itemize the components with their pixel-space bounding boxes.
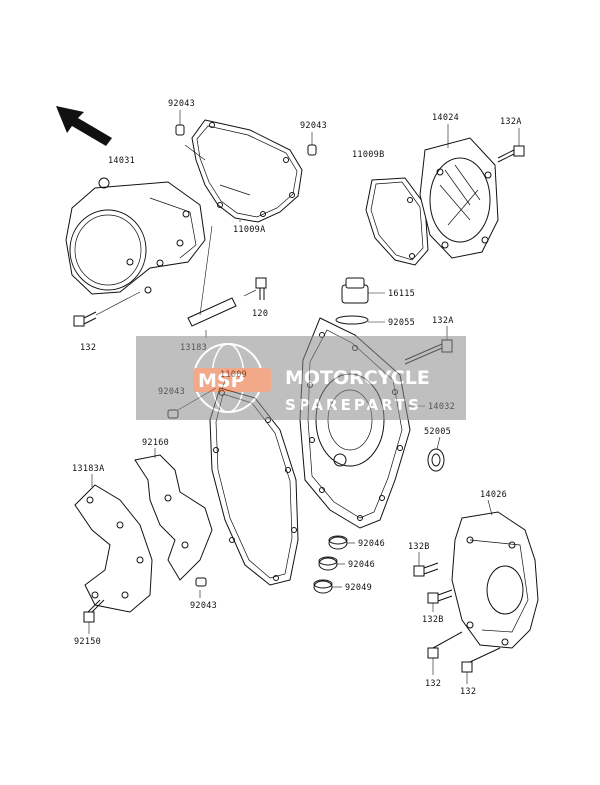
sprocket-cover-14026 — [451, 499, 539, 649]
clutch-cover-14024 — [419, 137, 499, 259]
label-14024: 14024 — [432, 113, 459, 123]
label-132a-mid: 132A — [432, 316, 454, 326]
label-92150: 92150 — [74, 637, 101, 647]
label-132-bottom-right: 132 — [460, 687, 476, 697]
plate-92160 — [134, 448, 213, 581]
bolt-120 — [243, 277, 267, 300]
dowel-pin-92043-tr — [307, 144, 317, 156]
watermark-logo-text: MSP — [198, 370, 245, 392]
label-92049: 92049 — [345, 583, 372, 593]
bolt-132b-a — [413, 552, 439, 577]
label-120: 120 — [252, 309, 268, 319]
label-16115: 16115 — [388, 289, 415, 299]
label-92055: 92055 — [388, 318, 415, 328]
bolt-132-bottom-left — [427, 631, 463, 675]
generator-cover-14031 — [65, 177, 206, 295]
bolt-132-left — [73, 311, 97, 327]
label-11009a: 11009A — [233, 225, 266, 235]
label-132a-top: 132A — [500, 117, 522, 127]
label-132-left: 132 — [80, 343, 96, 353]
bolt-132a-top — [497, 145, 525, 163]
watermark-line2: SPAREPARTS — [285, 396, 422, 414]
gasket-11009b — [365, 177, 429, 266]
label-92043-bottom: 92043 — [190, 601, 217, 611]
label-132-bottom-left: 132 — [425, 679, 441, 689]
bolt-92150 — [83, 599, 105, 634]
label-92160: 92160 — [142, 438, 169, 448]
label-92046-a: 92046 — [358, 539, 385, 549]
filler-cap-16115 — [341, 277, 385, 304]
collar-92049 — [313, 579, 342, 594]
bolt-132-bottom-right — [461, 647, 501, 684]
label-92043-top: 92043 — [168, 99, 195, 109]
bolt-132b-b — [427, 589, 453, 612]
dowel-pin-92043-bottom — [195, 577, 207, 598]
label-11009b: 11009B — [352, 150, 385, 160]
o-ring-92055 — [335, 315, 385, 325]
guard-13183a — [74, 474, 153, 613]
gasket-11009 — [209, 387, 299, 586]
label-14031: 14031 — [108, 156, 135, 166]
watermark-logo-icon — [193, 343, 271, 413]
dowel-pin-92043-top — [175, 124, 185, 136]
watermark: MSP MOTORCYCLE SPAREPARTS — [136, 336, 466, 420]
label-14026: 14026 — [480, 490, 507, 500]
gasket-11009a — [191, 119, 303, 223]
oil-seal-52005 — [427, 436, 445, 472]
label-132b-b: 132B — [422, 615, 444, 625]
watermark-line1: MOTORCYCLE — [285, 367, 430, 389]
direction-arrow-icon — [56, 106, 112, 146]
label-13183a: 13183A — [72, 464, 105, 474]
label-92043-top-right: 92043 — [300, 121, 327, 131]
watermark-box — [136, 336, 466, 420]
collar-92046-a — [328, 535, 355, 550]
label-92046-b: 92046 — [348, 560, 375, 570]
label-132b-a: 132B — [408, 542, 430, 552]
label-52005: 52005 — [424, 427, 451, 437]
collar-92046-b — [318, 556, 345, 571]
